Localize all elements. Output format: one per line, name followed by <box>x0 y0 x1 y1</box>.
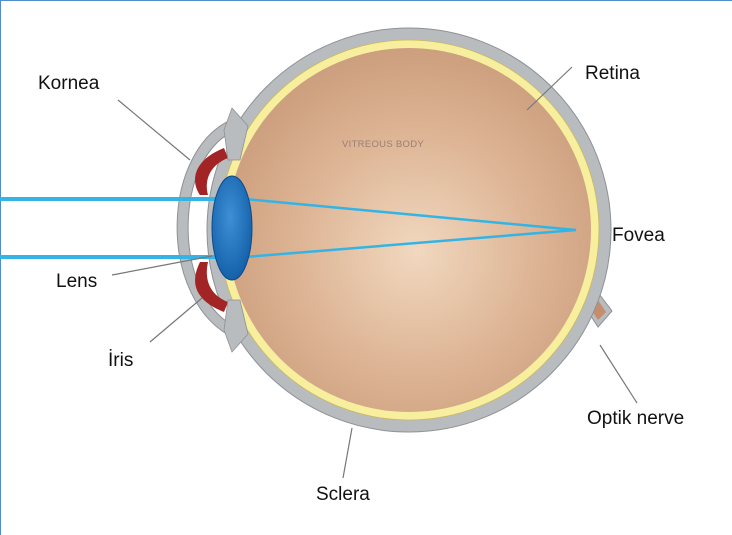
sclera-leader <box>343 428 352 478</box>
lens <box>212 176 252 280</box>
iris-label: İris <box>108 350 133 371</box>
vitreous-body <box>227 48 591 412</box>
retina-label: Retina <box>585 63 640 84</box>
kornea-leader <box>118 100 190 160</box>
lens-label: Lens <box>56 271 97 292</box>
vitreous-body-label: VITREOUS BODY <box>342 139 424 150</box>
sclera-label: Sclera <box>316 484 370 505</box>
optik-nerve-label: Optik nerve <box>587 408 684 429</box>
optik-nerve-leader <box>600 345 637 403</box>
kornea-label: Kornea <box>38 73 100 94</box>
iris-leader <box>150 298 202 342</box>
fovea-label: Fovea <box>612 225 665 246</box>
